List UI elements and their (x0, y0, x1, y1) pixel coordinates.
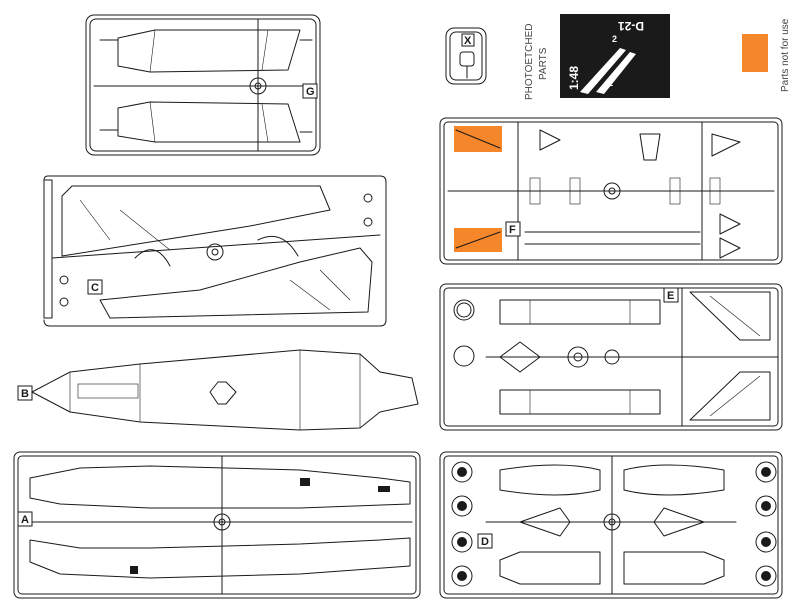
wing-part-upper-c (61, 185, 331, 257)
sprue-g-label: G (306, 86, 315, 98)
sprue-e-tag (663, 287, 679, 303)
photoetched-scale: 1:48 (567, 66, 581, 90)
sprue-g-tag (302, 83, 318, 99)
sprue-c-tag (87, 279, 103, 295)
sprue-c: C (43, 175, 387, 327)
sprue-b: B (17, 349, 419, 431)
photoetched-caption-2: PARTS (538, 47, 549, 80)
sprue-c-label: C (91, 282, 99, 294)
sprue-g: G (85, 14, 321, 156)
sprue-d-tag (477, 533, 493, 549)
sprue-a-label: A (21, 514, 29, 526)
sprue-a-tag (17, 511, 33, 527)
wing-part-lower (117, 101, 301, 143)
sprue-d: D (439, 451, 783, 599)
sprue-f-label: F (509, 224, 516, 236)
sprue-x-tag (461, 33, 475, 47)
photoetched-part-2: 2 (612, 34, 617, 44)
sprue-d-label: D (481, 536, 489, 548)
photoetched-part-1: 1 (608, 78, 613, 88)
legend-swatch (742, 34, 768, 72)
wing-part-upper (117, 29, 301, 73)
fuselage-half-a-lower (29, 537, 411, 579)
sprue-f-tag (505, 221, 521, 237)
fuselage-half-a-upper (29, 465, 411, 509)
fuselage-half-b (31, 349, 419, 431)
sprue-x: X (445, 27, 487, 85)
legend: Parts not for use (742, 18, 791, 92)
photoetched-caption-1: PHOTOETCHED (524, 24, 535, 101)
sprue-e: E (439, 283, 783, 431)
sprue-x-label: X (464, 35, 472, 47)
photoetched-section: PHOTOETCHED PARTS 1:48 D-21 1 2 (524, 14, 670, 100)
sprue-b-label: B (21, 388, 29, 400)
sprue-e-label: E (667, 290, 674, 302)
photoetched-model-name: D-21 (618, 19, 644, 33)
wing-part-lower-c (99, 247, 373, 319)
sprue-f: F (439, 117, 783, 265)
sprue-b-tag (17, 385, 33, 401)
legend-note: Parts not for use (780, 18, 791, 92)
sprue-a: A (13, 451, 421, 599)
